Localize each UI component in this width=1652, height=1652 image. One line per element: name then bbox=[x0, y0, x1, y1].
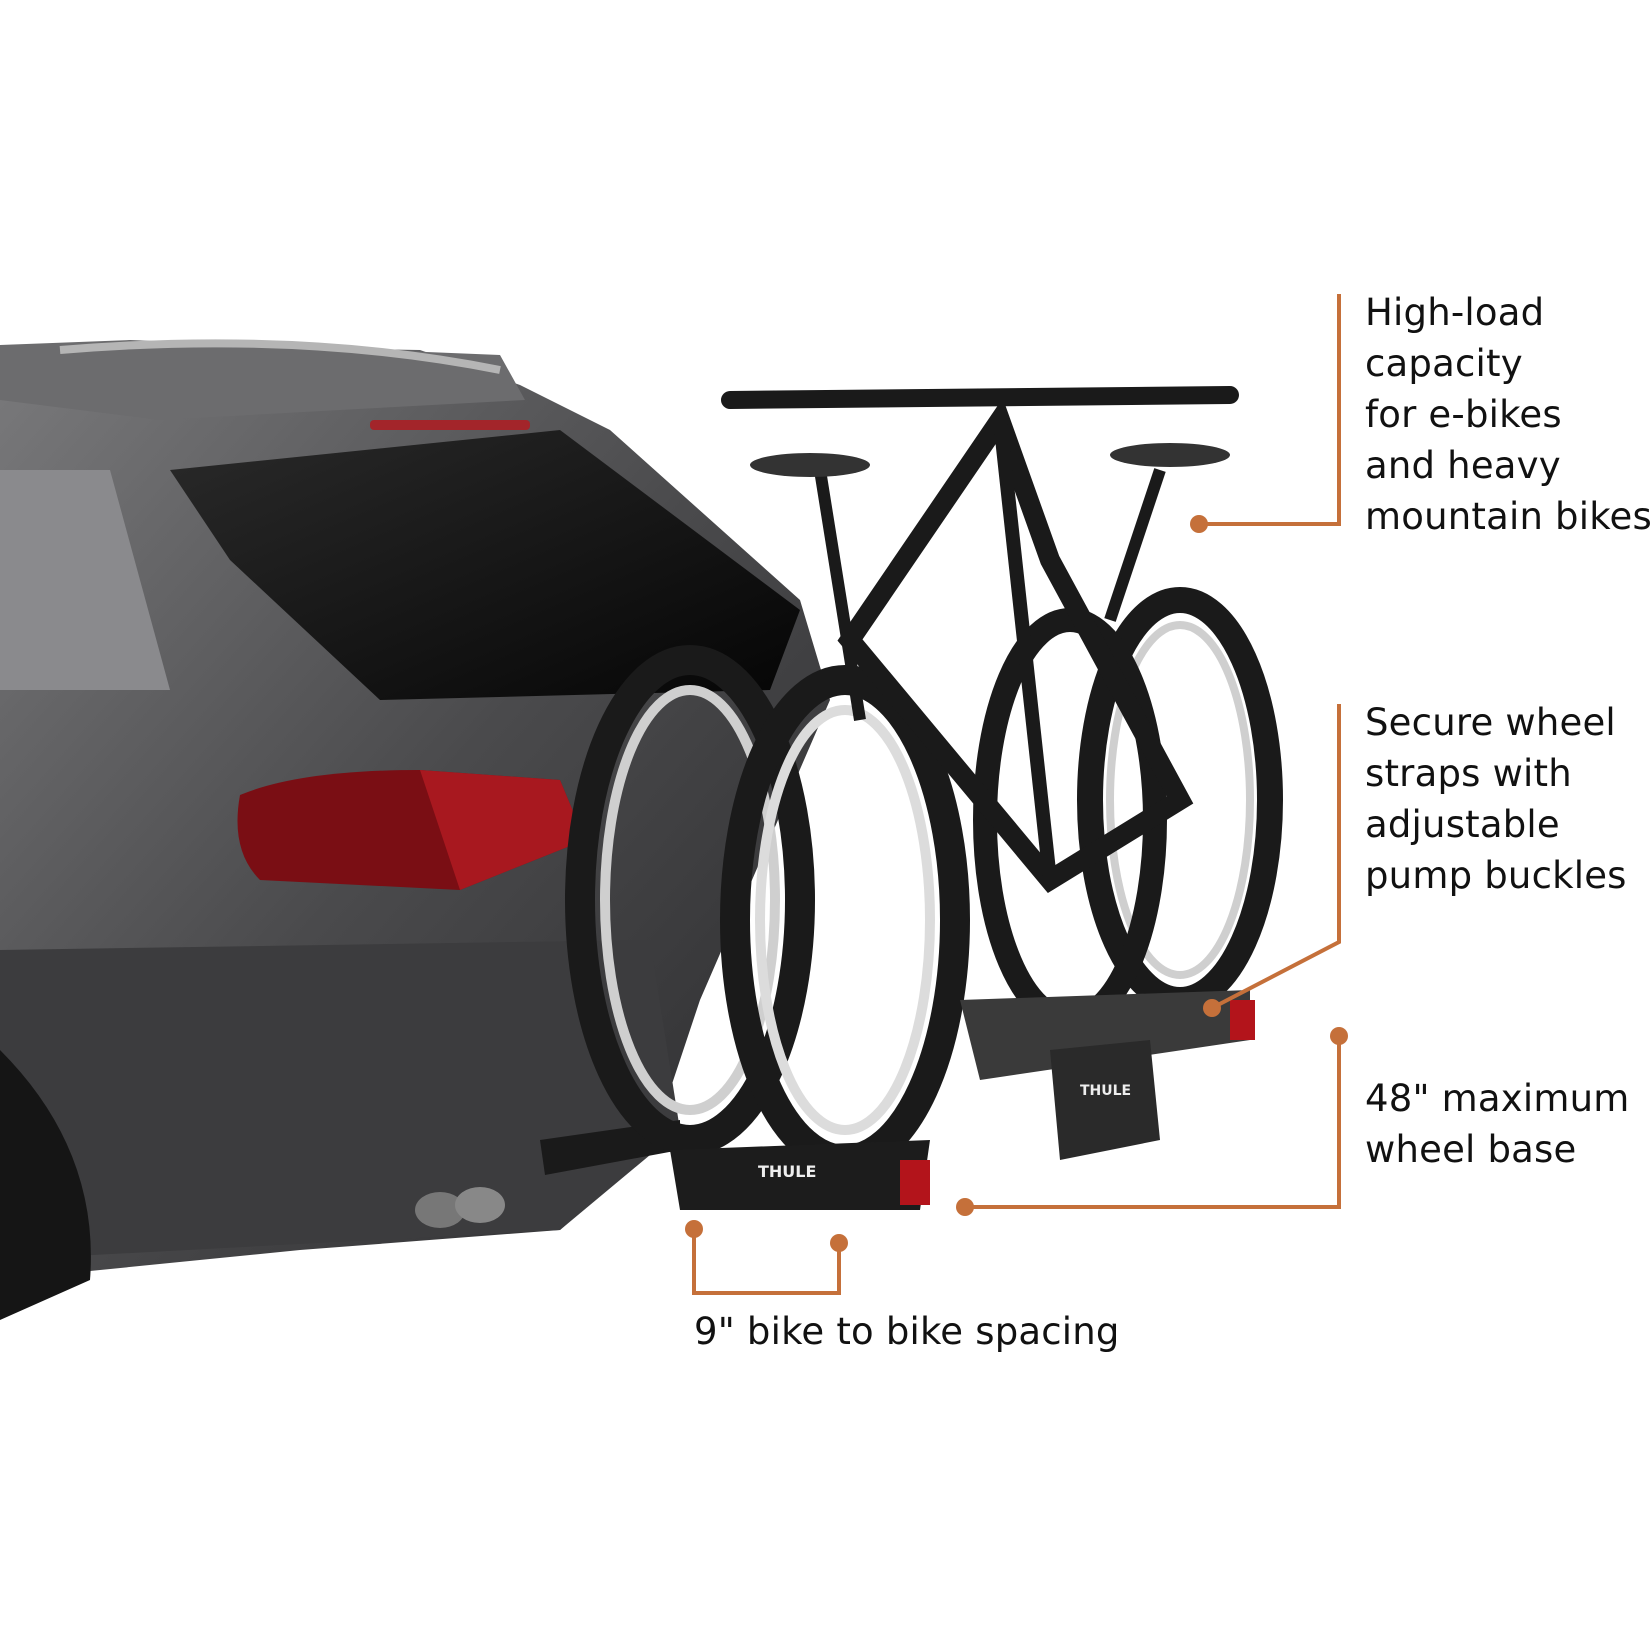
capacity-callout: High-load capacity for e-bikes and heavy… bbox=[1365, 287, 1652, 542]
bike-wheel bbox=[565, 645, 815, 1155]
thule-logo: THULE bbox=[758, 1162, 816, 1181]
rear-window bbox=[170, 430, 800, 700]
callout-line: capacity bbox=[1365, 342, 1523, 385]
bike-rack: THULE THULE bbox=[670, 990, 1255, 1210]
reflector bbox=[900, 1160, 930, 1205]
callout-lines bbox=[692, 294, 1341, 1295]
callout-line: 9" bike to bike spacing bbox=[694, 1310, 1120, 1353]
capacity-leader-line bbox=[1199, 294, 1341, 526]
spacing-dot bbox=[685, 1220, 703, 1238]
capacity-dot bbox=[1190, 515, 1208, 533]
straps-callout: Secure wheel straps with adjustable pump… bbox=[1365, 697, 1627, 901]
roof-rail bbox=[59, 339, 501, 374]
spacing-callout: 9" bike to bike spacing bbox=[694, 1306, 1120, 1357]
car bbox=[0, 339, 830, 1320]
wheelbase-dot bbox=[956, 1198, 974, 1216]
straps-dot bbox=[1203, 999, 1221, 1017]
spacing-dot bbox=[830, 1234, 848, 1252]
reflector bbox=[1230, 1000, 1255, 1040]
saddle bbox=[750, 453, 870, 477]
callout-line: for e-bikes bbox=[1365, 393, 1562, 436]
side-window bbox=[0, 470, 170, 690]
callout-line: adjustable bbox=[1365, 803, 1560, 846]
spacing-leader-line bbox=[692, 1229, 841, 1295]
callout-line: wheel base bbox=[1365, 1128, 1577, 1171]
straps-leader-line bbox=[1211, 704, 1341, 1010]
handlebar bbox=[721, 386, 1239, 409]
wheelbase-dot bbox=[1330, 1027, 1348, 1045]
callout-line: High-load bbox=[1365, 291, 1545, 334]
callout-line: mountain bikes bbox=[1365, 495, 1652, 538]
tire bbox=[0, 1050, 91, 1320]
bike-wheel bbox=[720, 665, 970, 1175]
thule-logo: THULE bbox=[1080, 1083, 1131, 1099]
callout-line: Secure wheel bbox=[1365, 701, 1616, 744]
callout-line: 48" maximum bbox=[1365, 1077, 1630, 1120]
wheelbase-leader-line bbox=[965, 1036, 1341, 1209]
callout-line: straps with bbox=[1365, 752, 1572, 795]
callout-line: and heavy bbox=[1365, 444, 1561, 487]
wheelbase-callout: 48" maximum wheel base bbox=[1365, 1073, 1630, 1175]
callout-line: pump buckles bbox=[1365, 854, 1627, 897]
saddle bbox=[1110, 443, 1230, 467]
